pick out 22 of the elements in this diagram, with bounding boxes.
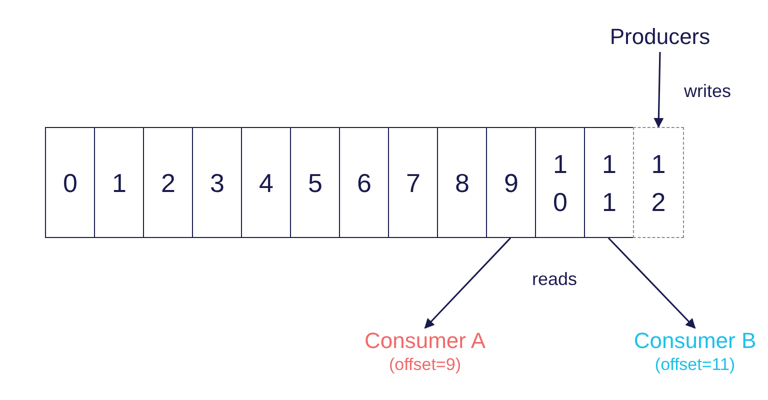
log-cell: 1 [94,127,144,238]
log-cell: 2 [143,127,194,238]
log-cell: 3 [192,127,242,238]
log-cell: 8 [437,127,488,238]
arrow [608,237,696,329]
log-cell: 9 [486,127,536,238]
log-cell: 6 [339,127,390,238]
log-cell: 4 [241,127,292,238]
consumer-label: Consumer A [364,328,486,354]
log-cell: 0 [45,127,96,238]
log-cell: 7 [388,127,438,238]
log-cell: 5 [290,127,340,238]
note-label: reads [532,268,578,291]
arrow [424,237,512,329]
offset-label: (offset=9) [389,354,461,376]
arrow [654,52,664,128]
offset-label: (offset=11) [654,354,736,376]
producer-label: Producers [610,24,710,50]
log-cell: 12 [633,127,684,238]
log-cell: 10 [535,127,586,238]
log-cell: 11 [584,127,634,238]
consumer-label: Consumer B [634,328,756,354]
